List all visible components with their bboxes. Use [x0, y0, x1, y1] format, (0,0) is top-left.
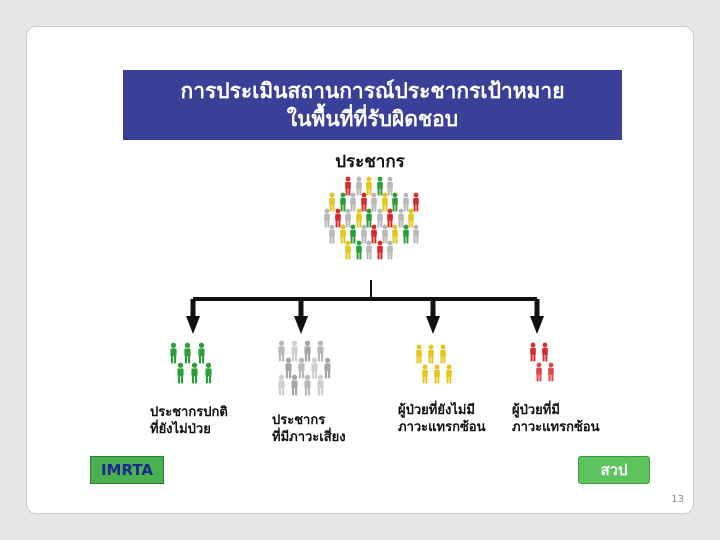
person-icon — [322, 208, 332, 232]
person-icon — [411, 192, 421, 216]
person-icon — [338, 192, 348, 216]
person-icon — [411, 224, 421, 248]
arrow-group-3 — [426, 299, 440, 334]
person-icon — [396, 208, 406, 232]
group-label-with-complication: ผู้ป่วยที่มี ภาวะแทรกซ้อน — [512, 403, 600, 435]
person-icon — [168, 342, 179, 368]
person-icon — [432, 364, 442, 388]
person-icon — [534, 362, 544, 386]
person-icon — [364, 240, 374, 264]
person-icon — [390, 224, 400, 248]
arrow-group-4 — [530, 299, 544, 334]
patient-with-complication-icon — [528, 342, 564, 388]
patient-no-complication-icon — [414, 344, 456, 390]
person-icon — [354, 176, 364, 200]
person-icon — [189, 362, 200, 388]
person-icon — [385, 176, 395, 200]
person-icon — [390, 192, 400, 216]
root-label: ประชากร — [335, 152, 405, 172]
person-icon — [401, 224, 411, 248]
person-icon — [369, 192, 379, 216]
at-risk-group-icon — [276, 340, 336, 398]
person-icon — [309, 357, 320, 383]
person-icon — [276, 340, 287, 366]
person-icon — [283, 357, 294, 383]
person-icon — [401, 192, 411, 216]
person-icon — [375, 208, 385, 232]
person-icon — [333, 208, 343, 232]
person-icon — [528, 342, 538, 366]
person-icon — [315, 374, 326, 400]
person-icon — [276, 374, 287, 400]
person-icon — [420, 364, 430, 388]
group-label-at-risk: ประชากร ที่มีภาวะเสี่ยง — [272, 413, 346, 445]
imrta-button[interactable]: IMRTA — [90, 456, 164, 484]
person-icon — [369, 224, 379, 248]
person-icon — [414, 344, 424, 368]
person-icon — [385, 208, 395, 232]
person-icon — [385, 240, 395, 264]
person-icon — [175, 362, 186, 388]
person-icon — [338, 224, 348, 248]
person-icon — [354, 208, 364, 232]
person-icon — [302, 340, 313, 366]
person-icon — [348, 192, 358, 216]
person-icon — [359, 224, 369, 248]
person-icon — [348, 224, 358, 248]
person-icon — [380, 192, 390, 216]
title-box: การประเมินสถานการณ์ประชากรเป้าหมาย ในพื้… — [123, 70, 622, 140]
person-icon — [327, 192, 337, 216]
person-icon — [343, 240, 353, 264]
healthy-group-icon — [168, 342, 218, 390]
person-icon — [302, 374, 313, 400]
person-icon — [354, 240, 364, 264]
group-label-healthy: ประชากรปกติ ที่ยังไม่ป่วย — [150, 405, 228, 437]
person-icon — [438, 344, 448, 368]
person-icon — [364, 176, 374, 200]
title-line-2: ในพื้นที่ที่รับผิดชอบ — [286, 107, 459, 131]
person-icon — [296, 357, 307, 383]
person-icon — [343, 176, 353, 200]
person-icon — [380, 224, 390, 248]
person-icon — [289, 340, 300, 366]
person-icon — [343, 208, 353, 232]
group-label-no-complication: ผู้ป่วยที่ยังไม่มี ภาวะแทรกซ้อน — [398, 403, 486, 435]
person-icon — [203, 362, 214, 388]
person-icon — [546, 362, 556, 386]
person-icon — [359, 192, 369, 216]
person-icon — [196, 342, 207, 368]
person-icon — [375, 176, 385, 200]
title-line-1: การประเมินสถานการณ์ประชากรเป้าหมาย — [180, 79, 565, 103]
person-icon — [289, 374, 300, 400]
person-icon — [315, 340, 326, 366]
person-icon — [364, 208, 374, 232]
population-crowd-icon — [322, 176, 432, 276]
person-icon — [327, 224, 337, 248]
person-icon — [540, 342, 550, 366]
person-icon — [406, 208, 416, 232]
person-icon — [322, 357, 333, 383]
person-icon — [182, 342, 193, 368]
arrow-group-1 — [186, 299, 200, 334]
person-icon — [426, 344, 436, 368]
person-icon — [375, 240, 385, 264]
page-number: 13 — [671, 494, 684, 505]
person-icon — [444, 364, 454, 388]
summary-button[interactable]: สวป — [578, 456, 650, 484]
arrow-group-2 — [294, 299, 308, 334]
